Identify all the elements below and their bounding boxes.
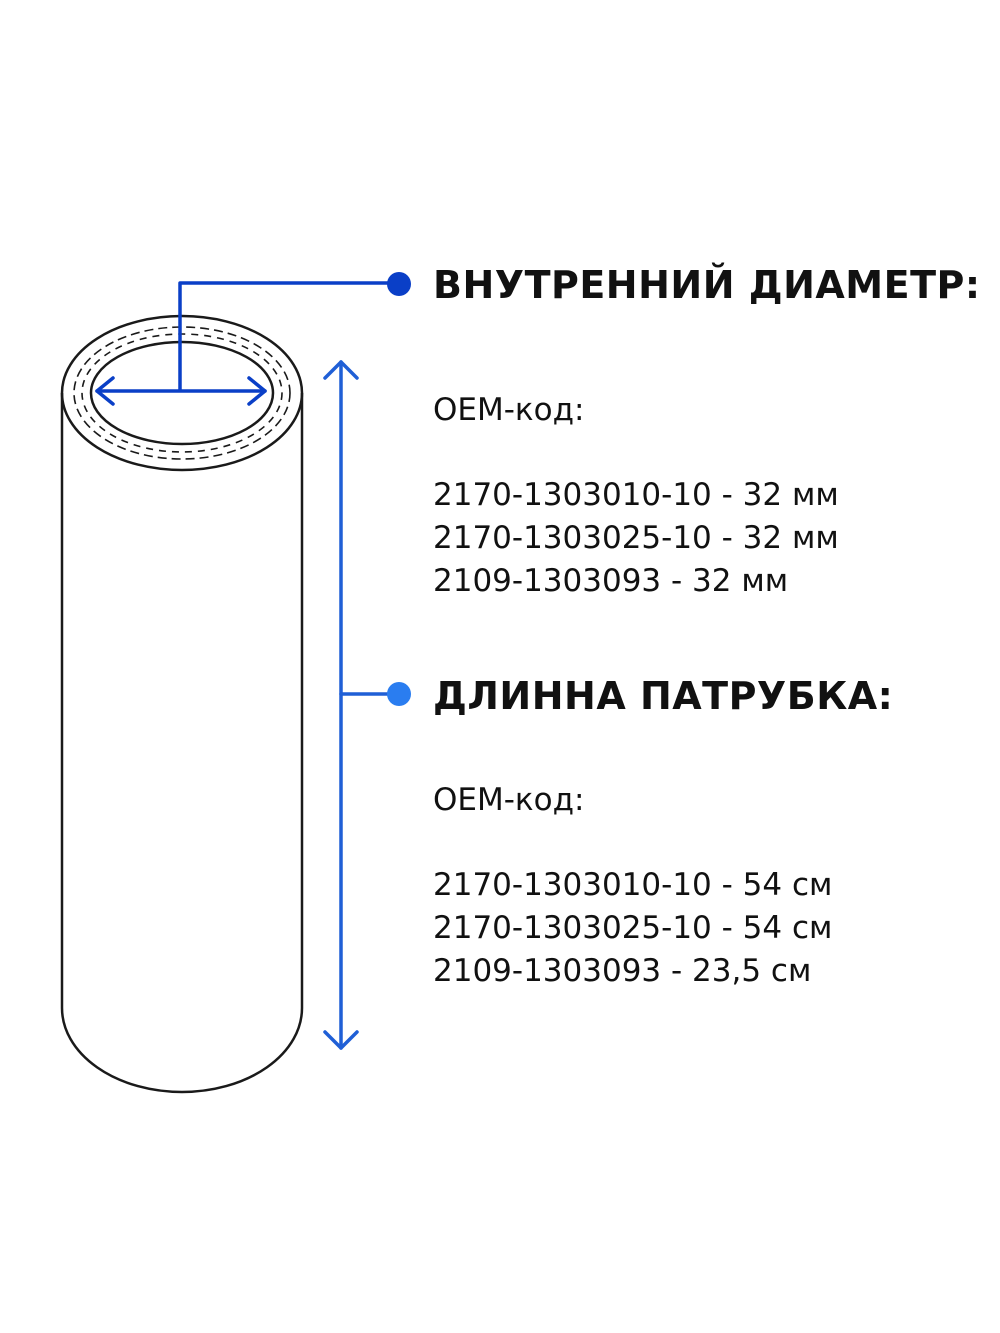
length-code-item: 2170-1303025-10 - 54 см	[433, 910, 833, 946]
length-code-list: 2170-1303010-10 - 54 см 2170-1303025-10 …	[433, 864, 832, 993]
length-indicator	[323, 360, 398, 1050]
diameter-code-list: 2170-1303010-10 - 32 мм 2170-1303025-10 …	[433, 474, 839, 603]
diameter-code-item: 2170-1303010-10 - 32 мм	[433, 477, 839, 513]
diameter-oem-label: ОЕМ-код:	[433, 392, 585, 428]
diameter-leader-line	[178, 281, 399, 392]
length-arrowhead-top	[323, 360, 359, 380]
tube-outer-rim	[60, 314, 304, 472]
diameter-indicator	[95, 281, 399, 406]
diameter-code-item: 2170-1303025-10 - 32 мм	[433, 520, 839, 556]
diameter-code-item: 2109-1303093 - 32 мм	[433, 563, 789, 599]
diameter-heading: ВНУТРЕННИЙ ДИАМЕТР:	[433, 263, 981, 307]
diameter-arrowhead-right	[247, 376, 267, 406]
tube-reinforcement-ring	[81, 333, 283, 453]
diameter-arrowhead-left	[95, 376, 115, 406]
length-heading: ДЛИННА ПАТРУБКА:	[433, 674, 894, 718]
length-code-item: 2109-1303093 - 23,5 см	[433, 953, 812, 989]
tube-inner-bore	[89, 340, 275, 446]
tube-body-outline	[60, 393, 304, 1094]
length-code-item: 2170-1303010-10 - 54 см	[433, 867, 833, 903]
bullet-dot-icon	[387, 272, 411, 296]
length-oem-label: ОЕМ-код:	[433, 782, 585, 818]
length-arrowhead-bottom	[323, 1030, 359, 1050]
hose-tube-drawing	[60, 314, 304, 1094]
bullet-dot-icon	[387, 682, 411, 706]
tube-mid-ring	[73, 326, 291, 460]
